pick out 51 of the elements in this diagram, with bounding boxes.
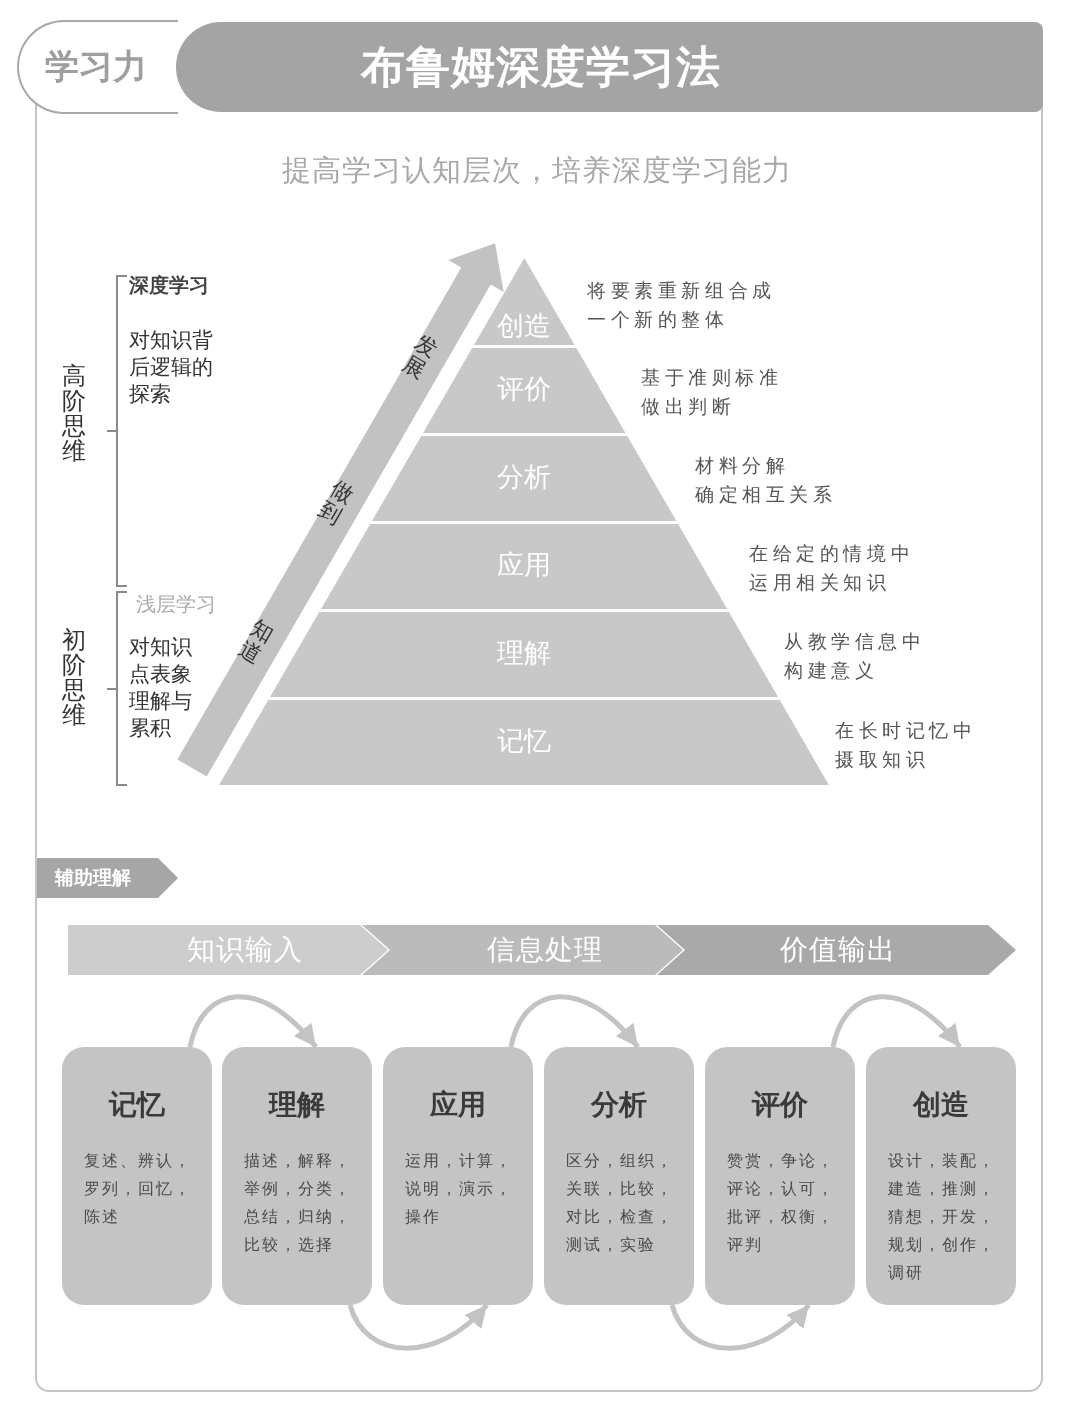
level-description: 从教学信息中构建意义 [784,629,927,683]
learning-type-label: 深度学习 [129,272,209,298]
card-text: 赞赏，争论，评论，认可，批评，权衡，评判 [727,1150,836,1256]
card-title: 评价 [752,1088,808,1122]
arrow-label: 知道 [233,615,279,669]
stage-label: 价值输出 [780,933,896,967]
curved-arrow [508,994,640,1049]
curved-arrow [830,994,962,1049]
learning-description: 对知识背后逻辑的探索 [129,327,214,408]
curved-arrow [669,1303,811,1351]
stage-band [362,925,683,975]
pyramid-level [320,524,728,609]
pyramid-level [473,258,575,345]
thinking-level-label: 高阶思维 [62,364,87,464]
card-text: 区分，组织，关联，比较，对比，检查，测试，实验 [566,1150,675,1256]
level-description: 在给定的情境中运用相关知识 [749,541,916,595]
step-card [866,1047,1016,1305]
title-banner: 布鲁姆深度学习法 [176,22,1043,112]
level-description: 基于准则标准做出判断 [641,365,784,419]
pyramid-level [371,436,677,521]
learning-type-label: 浅层学习 [136,591,216,617]
card-text: 描述，解释，举例，分类，总结，归纳，比较，选择 [244,1150,353,1256]
card-text: 运用，计算，说明，演示，操作 [405,1150,514,1228]
arrow-label: 做到 [313,476,359,530]
card-title: 创造 [913,1088,969,1122]
level-description: 在长时记忆中摄取知识 [835,718,978,772]
step-card [383,1047,533,1305]
header-tab: 学习力 [17,20,178,114]
card-title: 记忆 [109,1088,165,1122]
subtitle: 提高学习认知层次，培养深度学习能力 [282,152,792,188]
card-title: 分析 [591,1088,647,1122]
learning-description: 对知识点表象理解与累积 [129,634,193,742]
curved-arrow [187,994,318,1049]
stage-band [657,925,1016,975]
stage-label: 信息处理 [487,933,603,967]
step-card [544,1047,694,1305]
card-text: 设计，装配，建造，推测，猜想，开发，规划，创作，调研 [888,1150,997,1284]
step-card [705,1047,855,1305]
arrow-label: 发展 [397,330,443,384]
level-description: 材料分解确定相互关系 [695,453,838,507]
card-title: 应用 [430,1088,486,1122]
section-tag: 辅助理解 [37,858,178,898]
step-card [222,1047,372,1305]
thinking-level-label: 初阶思维 [62,628,87,728]
curved-arrow [347,1303,489,1351]
card-title: 理解 [269,1088,325,1122]
pyramid-level [219,700,829,785]
stage-band [68,925,388,975]
card-text: 复述、辨认，罗列，回忆，陈述 [84,1150,193,1228]
step-card [62,1047,212,1305]
level-description: 将要素重新组合成一个新的整体 [587,278,777,332]
